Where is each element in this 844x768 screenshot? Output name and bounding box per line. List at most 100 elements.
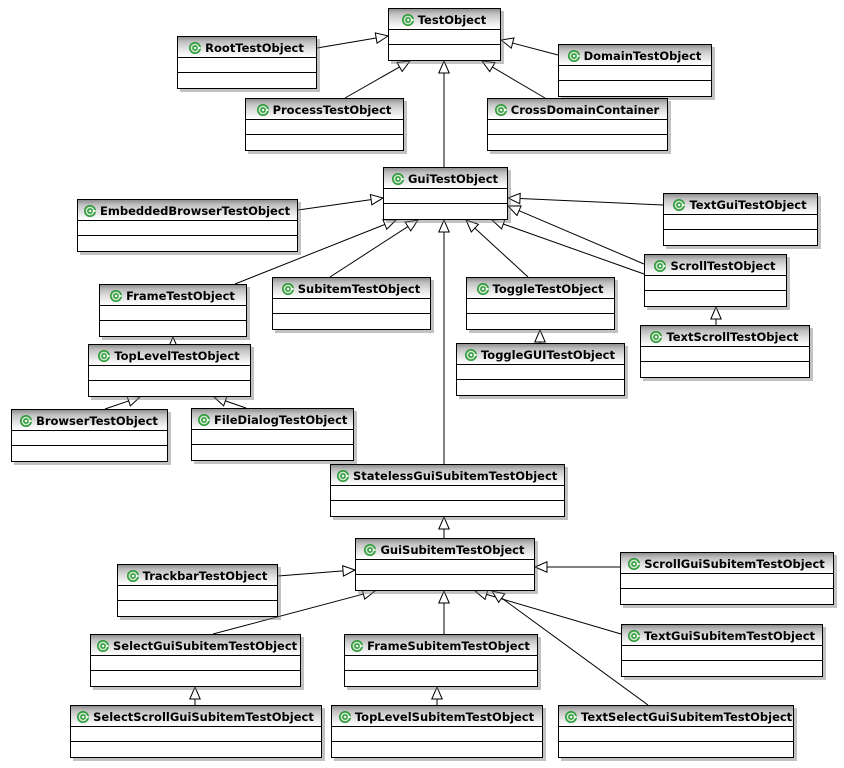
uml-class-textguisubitemtestobject[interactable]: TextGuiSubitemTestObject bbox=[621, 624, 823, 677]
uml-class-name: EmbeddedBrowserTestObject bbox=[100, 204, 291, 218]
generalization-edge bbox=[316, 32, 390, 49]
uml-attributes-compartment bbox=[622, 646, 822, 661]
uml-operations-compartment bbox=[559, 742, 793, 757]
uml-class-name: FileDialogTestObject bbox=[214, 413, 348, 427]
uml-class-toplevelsubitemtestobject[interactable]: TopLevelSubitemTestObject bbox=[331, 705, 543, 758]
uml-class-frametestobject[interactable]: FrameTestObject bbox=[99, 284, 247, 337]
uml-attributes-compartment bbox=[559, 66, 711, 81]
class-icon bbox=[476, 283, 489, 295]
class-icon bbox=[673, 199, 686, 211]
uml-class-scrolltestobject[interactable]: ScrollTestObject bbox=[644, 254, 787, 307]
uml-attributes-compartment bbox=[71, 727, 321, 742]
uml-class-header: TextSelectGuiSubitemTestObject bbox=[559, 706, 793, 727]
generalization-arrowhead bbox=[396, 60, 412, 73]
uml-class-name: GuiTestObject bbox=[407, 172, 499, 186]
generalization-edge bbox=[533, 561, 620, 573]
class-icon bbox=[565, 711, 577, 723]
uml-class-guisubitemtestobject[interactable]: GuiSubitemTestObject bbox=[355, 538, 535, 591]
uml-class-toggletestobject[interactable]: ToggleTestObject bbox=[466, 277, 615, 330]
class-icon bbox=[97, 640, 109, 652]
uml-class-name: TrackbarTestObject bbox=[142, 569, 268, 583]
uml-class-crossdomaincontainer[interactable]: CrossDomainContainer bbox=[487, 98, 668, 151]
generalization-edge bbox=[534, 328, 546, 343]
generalization-edge bbox=[438, 589, 450, 634]
generalization-arrowhead bbox=[534, 328, 546, 343]
uml-operations-compartment bbox=[356, 575, 534, 590]
uml-class-scrollguisubitemtestobject[interactable]: ScrollGuiSubitemTestObject bbox=[620, 552, 834, 605]
uml-attributes-compartment bbox=[356, 560, 534, 575]
uml-class-header: GuiTestObject bbox=[384, 168, 507, 189]
uml-class-header: TextScrollTestObject bbox=[641, 326, 809, 347]
uml-class-name: BrowserTestObject bbox=[36, 414, 158, 428]
generalization-edge bbox=[499, 37, 559, 56]
generalization-arrowhead bbox=[438, 59, 450, 74]
generalization-arrowhead bbox=[465, 219, 480, 233]
uml-class-filedialogtestobject[interactable]: FileDialogTestObject bbox=[191, 408, 354, 461]
generalization-edge bbox=[277, 565, 357, 577]
generalization-arrowhead bbox=[438, 218, 450, 233]
generalization-arrowhead bbox=[490, 218, 506, 230]
generalization-edge bbox=[710, 305, 722, 325]
uml-class-name: TextGuiSubitemTestObject bbox=[644, 629, 816, 643]
uml-class-header: SelectScrollGuiSubitemTestObject bbox=[71, 706, 321, 727]
uml-attributes-compartment bbox=[645, 276, 786, 291]
generalization-edge bbox=[212, 395, 247, 409]
generalization-edge bbox=[104, 395, 142, 410]
uml-class-toggleguitestobject[interactable]: ToggleGUITestObject bbox=[456, 343, 625, 396]
uml-operations-compartment bbox=[622, 661, 822, 676]
uml-operations-compartment bbox=[91, 671, 300, 686]
uml-class-embeddedbrowsertestobject[interactable]: EmbeddedBrowserTestObject bbox=[77, 199, 298, 252]
generalization-edge bbox=[329, 219, 420, 278]
uml-operations-compartment bbox=[89, 381, 250, 396]
generalization-arrowhead bbox=[480, 60, 496, 73]
uml-class-name: ToggleGUITestObject bbox=[480, 348, 615, 362]
uml-class-header: TrackbarTestObject bbox=[118, 565, 277, 586]
uml-class-processtestobject[interactable]: ProcessTestObject bbox=[245, 98, 404, 151]
uml-class-guitestobject[interactable]: GuiTestObject bbox=[383, 167, 508, 220]
uml-class-textscrolltestobject[interactable]: TextScrollTestObject bbox=[640, 325, 810, 378]
uml-attributes-compartment bbox=[559, 727, 793, 742]
class-icon bbox=[351, 640, 364, 652]
uml-class-textselectguisubitemtestobject[interactable]: TextSelectGuiSubitemTestObject bbox=[558, 705, 794, 758]
uml-class-trackbartestobject[interactable]: TrackbarTestObject bbox=[117, 564, 278, 617]
uml-class-name: ToggleTestObject bbox=[492, 282, 604, 296]
uml-class-header: SelectGuiSubitemTestObject bbox=[91, 635, 300, 656]
uml-class-domaintestobject[interactable]: DomainTestObject bbox=[558, 44, 712, 97]
uml-class-header: ProcessTestObject bbox=[246, 99, 403, 120]
generalization-edge bbox=[480, 60, 546, 99]
uml-class-selectguisubitemtestobject[interactable]: SelectGuiSubitemTestObject bbox=[90, 634, 301, 687]
uml-class-statelessguisubitemtestobject[interactable]: StatelessGuiSubitemTestObject bbox=[330, 464, 565, 517]
uml-attributes-compartment bbox=[91, 656, 300, 671]
uml-operations-compartment bbox=[331, 501, 564, 516]
uml-class-header: FrameTestObject bbox=[100, 285, 246, 306]
uml-class-header: ScrollTestObject bbox=[645, 255, 786, 276]
uml-operations-compartment bbox=[100, 321, 246, 336]
uml-operations-compartment bbox=[559, 81, 711, 96]
uml-class-browsertestobject[interactable]: BrowserTestObject bbox=[11, 409, 168, 462]
uml-attributes-compartment bbox=[641, 347, 809, 362]
uml-class-header: ToggleGUITestObject bbox=[457, 344, 624, 365]
uml-class-topleveltestobject[interactable]: TopLevelTestObject bbox=[88, 344, 251, 397]
uml-class-header: BrowserTestObject bbox=[12, 410, 167, 431]
uml-attributes-compartment bbox=[12, 431, 167, 446]
class-icon bbox=[84, 205, 96, 217]
uml-class-selectscrollguisubitemtestobject[interactable]: SelectScrollGuiSubitemTestObject bbox=[70, 705, 322, 758]
uml-class-header: SubitemTestObject bbox=[273, 278, 430, 299]
uml-attributes-compartment bbox=[664, 215, 817, 230]
uml-attributes-compartment bbox=[78, 221, 297, 236]
uml-class-testobject[interactable]: TestObject bbox=[388, 8, 501, 61]
uml-class-name: FrameSubitemTestObject bbox=[367, 639, 530, 653]
uml-class-header: ToggleTestObject bbox=[467, 278, 614, 299]
uml-operations-compartment bbox=[389, 45, 500, 60]
generalization-arrowhead bbox=[506, 205, 522, 217]
generalization-arrowhead bbox=[499, 37, 515, 49]
uml-class-roottestobject[interactable]: RootTestObject bbox=[177, 36, 317, 89]
uml-class-framesubitemtestobject[interactable]: FrameSubitemTestObject bbox=[344, 634, 538, 687]
class-icon bbox=[77, 711, 90, 723]
uml-attributes-compartment bbox=[178, 58, 316, 73]
uml-class-name: DomainTestObject bbox=[583, 49, 702, 63]
uml-class-name: TopLevelTestObject bbox=[114, 349, 240, 363]
uml-class-header: RootTestObject bbox=[178, 37, 316, 58]
uml-class-textguitestobject[interactable]: TextGuiTestObject bbox=[663, 193, 818, 246]
uml-class-subitemtestobject[interactable]: SubitemTestObject bbox=[272, 277, 431, 330]
